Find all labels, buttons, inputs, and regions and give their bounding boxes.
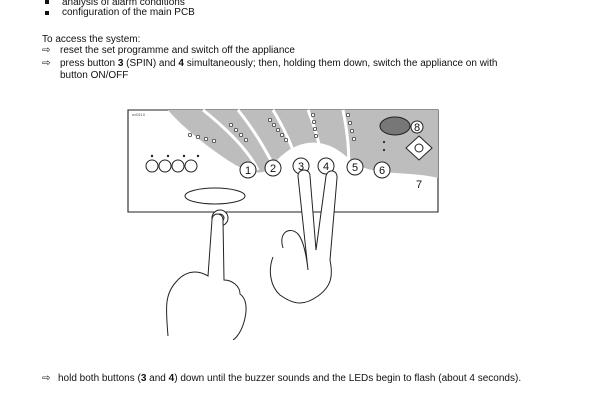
step-2-text-a: press button (60, 58, 118, 69)
led-dot (382, 140, 386, 144)
badge-8-number: 8 (414, 122, 420, 134)
final-text-e: ) down until the buzzer sounds and the L… (174, 373, 522, 384)
onoff-diamond (405, 135, 433, 161)
divider-curve (202, 108, 260, 171)
final-text-a: hold both buttons ( (58, 373, 141, 384)
button-4[interactable] (317, 157, 335, 175)
bullet-text: analysis of alarm conditions (62, 0, 185, 8)
button-1-number: 1 (245, 165, 251, 177)
numbered-buttons: 1 2 3 4 5 6 (239, 157, 391, 179)
panel-code: ed0110 (132, 112, 146, 117)
left-hand (165, 213, 247, 341)
final-text-c: and (146, 373, 169, 384)
step-2-button-4: 4 (178, 58, 184, 69)
step-2-text-c: (SPIN) and (123, 58, 179, 69)
arrow-icon: ⇨ (42, 58, 51, 69)
power-icon (414, 143, 424, 153)
access-heading: To access the system: (42, 34, 141, 45)
step-2-continued: button ON/OFF (60, 70, 129, 81)
button-5-number: 5 (352, 162, 358, 174)
bullet-icon (45, 11, 49, 15)
arrow-icon: ⇨ (42, 373, 51, 384)
button-6-number: 6 (379, 165, 385, 177)
control-panel-figure: ed0110 8 7 (108, 100, 448, 341)
final-button-3: 3 (140, 373, 147, 384)
step-2-text-e: simultaneously; then, holding them down,… (183, 58, 498, 69)
control-panel-diagram: ed0110 8 7 (127, 108, 439, 341)
display-screen (379, 116, 411, 136)
button-1[interactable] (239, 161, 257, 179)
button-5[interactable] (346, 158, 364, 176)
led-columns (187, 112, 357, 144)
step-2: press button 3 (SPIN) and 4 simultaneous… (60, 58, 497, 70)
badge-8 (410, 120, 424, 134)
left-knobs (145, 154, 200, 173)
button-2[interactable] (264, 159, 282, 177)
bullet-text: configuration of the main PCB (62, 7, 195, 18)
final-button-4: 4 (168, 373, 175, 384)
right-hand (269, 169, 338, 304)
step-2-button-3: 3 (117, 58, 124, 69)
programme-oval (184, 187, 246, 205)
button-6[interactable] (373, 161, 391, 179)
button-2-number: 2 (270, 163, 276, 175)
final-instruction: hold both buttons (3 and 4) down until t… (58, 373, 521, 385)
bullet-icon (45, 0, 49, 4)
arrow-icon: ⇨ (42, 45, 51, 56)
panel-shading (168, 110, 438, 178)
led-dot (382, 148, 386, 152)
button-3-number: 3 (298, 161, 304, 173)
onoff-label: 7 (416, 179, 422, 191)
button-4-number: 4 (323, 161, 329, 173)
step-1: reset the set programme and switch off t… (60, 45, 295, 56)
